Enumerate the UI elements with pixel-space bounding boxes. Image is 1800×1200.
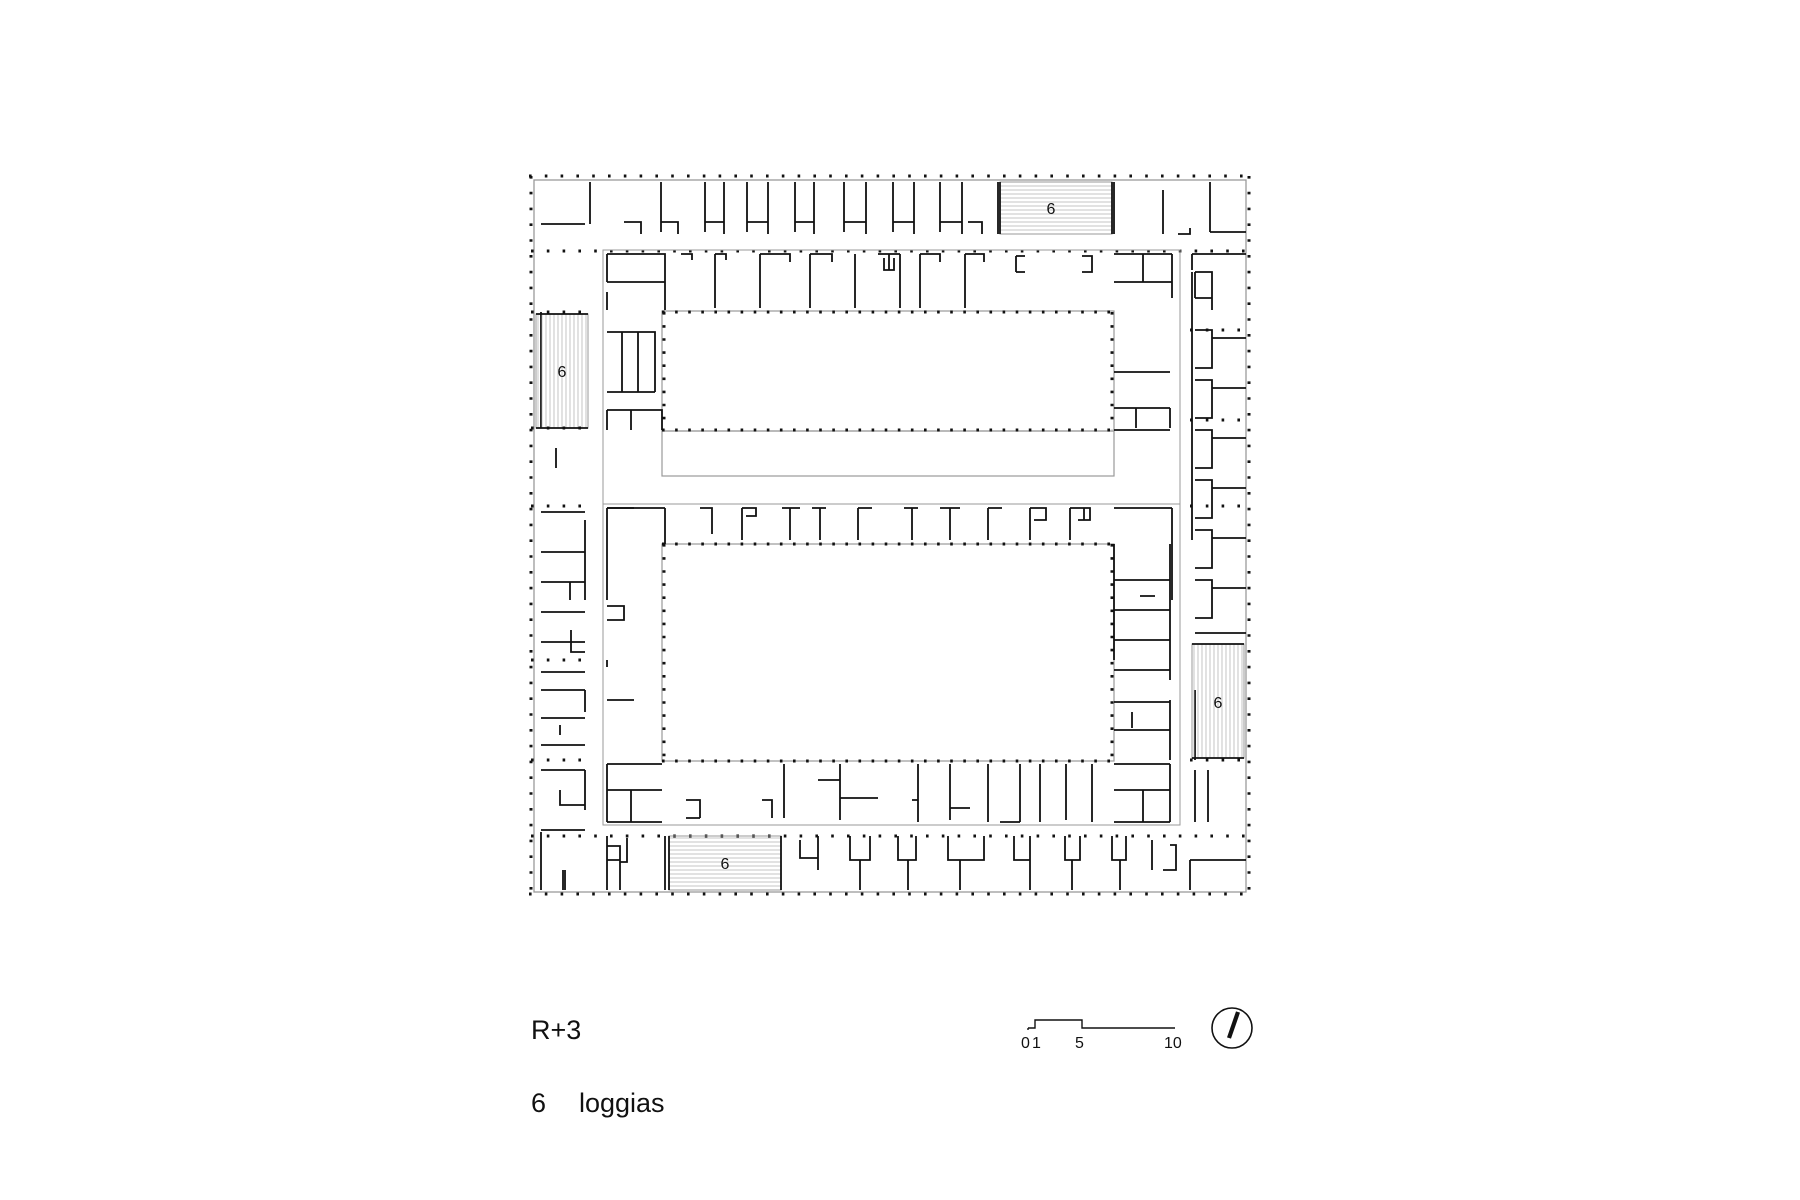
scale-tick-10: 10 <box>1164 1035 1182 1052</box>
scale-tick-1: 1 <box>1032 1035 1041 1052</box>
loggia-tag-south: 6 <box>721 856 730 873</box>
loggia-east <box>1191 643 1245 759</box>
loggia-tag-north: 6 <box>1047 201 1056 218</box>
scale-tick-5: 5 <box>1075 1035 1084 1052</box>
loggia-south <box>668 835 782 891</box>
floor-level-label: R+3 <box>531 1015 582 1045</box>
loggia-tag-east: 6 <box>1214 695 1223 712</box>
north-arrow-icon <box>1211 1007 1253 1049</box>
column-grid <box>529 174 1251 896</box>
loggias <box>535 181 1245 891</box>
courtyard-south <box>661 542 1115 763</box>
scale-bar <box>1027 1019 1175 1030</box>
loggia-north <box>999 181 1113 235</box>
loggia-tag-west: 6 <box>558 364 567 381</box>
courtyard-north <box>661 310 1115 477</box>
legend-label: loggias <box>579 1088 665 1118</box>
partition-walls <box>540 182 1246 890</box>
corridors <box>602 249 1181 826</box>
legend-key: 6 <box>531 1088 547 1118</box>
building-outline <box>533 179 1247 893</box>
loggia-west <box>535 313 589 429</box>
loggia-tags: 6 6 6 6 <box>558 201 1223 873</box>
legend-row: 6 loggias <box>531 1088 665 1118</box>
scale-tick-0: 0 <box>1021 1035 1030 1052</box>
